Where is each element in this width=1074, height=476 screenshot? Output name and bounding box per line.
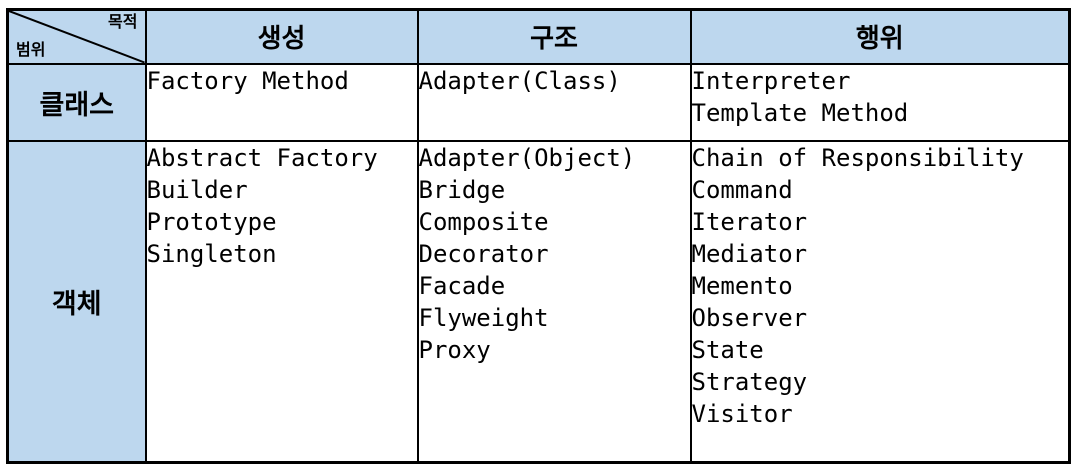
pattern-name: Strategy	[691, 367, 808, 396]
diagonal-line	[9, 11, 145, 63]
pattern-name: Facade	[418, 271, 506, 300]
pattern-name: Iterator	[691, 207, 808, 236]
column-header-creational: 생성	[144, 8, 419, 65]
header-row: 목적 범위 생성 구조 행위	[6, 8, 1071, 65]
cell-object-structural: Adapter(Object) Bridge Composite Decorat…	[416, 139, 692, 464]
design-pattern-table: 목적 범위 생성 구조 행위 클래스 Factory Method Adapte…	[6, 8, 1071, 464]
pattern-name: Interpreter	[691, 66, 851, 95]
pattern-name: Factory Method	[146, 66, 349, 95]
cell-class-structural: Adapter(Class)	[416, 62, 692, 142]
pattern-name: Bridge	[418, 175, 506, 204]
cell-object-creational: Abstract Factory Builder Prototype Singl…	[144, 139, 419, 464]
pattern-name: Flyweight	[418, 303, 549, 332]
corner-cell: 목적 범위	[6, 8, 147, 65]
pattern-name: Visitor	[691, 399, 793, 428]
pattern-name: Proxy	[418, 335, 491, 364]
pattern-name: Memento	[691, 271, 793, 300]
pattern-name: Singleton	[146, 239, 277, 268]
column-header-behavioral: 행위	[689, 8, 1071, 65]
table-row-class: 클래스 Factory Method Adapter(Class) Interp…	[6, 62, 1071, 142]
cell-class-creational: Factory Method	[144, 62, 419, 142]
pattern-name: Prototype	[146, 207, 277, 236]
cell-object-behavioral: Chain of Responsibility Command Iterator…	[689, 139, 1071, 464]
pattern-name: Adapter(Class)	[418, 66, 621, 95]
corner-scope-label: 범위	[16, 41, 46, 59]
pattern-name: Adapter(Object)	[418, 143, 636, 172]
pattern-name: Decorator	[418, 239, 549, 268]
pattern-name: Mediator	[691, 239, 808, 268]
corner-purpose-label: 목적	[108, 14, 138, 31]
row-header-object: 객체	[6, 139, 147, 464]
pattern-name: Chain of Responsibility	[691, 143, 1024, 172]
pattern-name: Abstract Factory	[146, 143, 378, 172]
table-row-object: 객체 Abstract Factory Builder Prototype Si…	[6, 139, 1071, 464]
pattern-name: Template Method	[691, 98, 909, 127]
cell-class-behavioral: Interpreter Template Method	[689, 62, 1071, 142]
row-header-class: 클래스	[6, 62, 147, 142]
pattern-name: Builder	[146, 175, 248, 204]
pattern-name: Observer	[691, 303, 808, 332]
pattern-name: State	[691, 335, 764, 364]
pattern-name: Command	[691, 175, 793, 204]
pattern-name: Composite	[418, 207, 549, 236]
column-header-structural: 구조	[416, 8, 692, 65]
